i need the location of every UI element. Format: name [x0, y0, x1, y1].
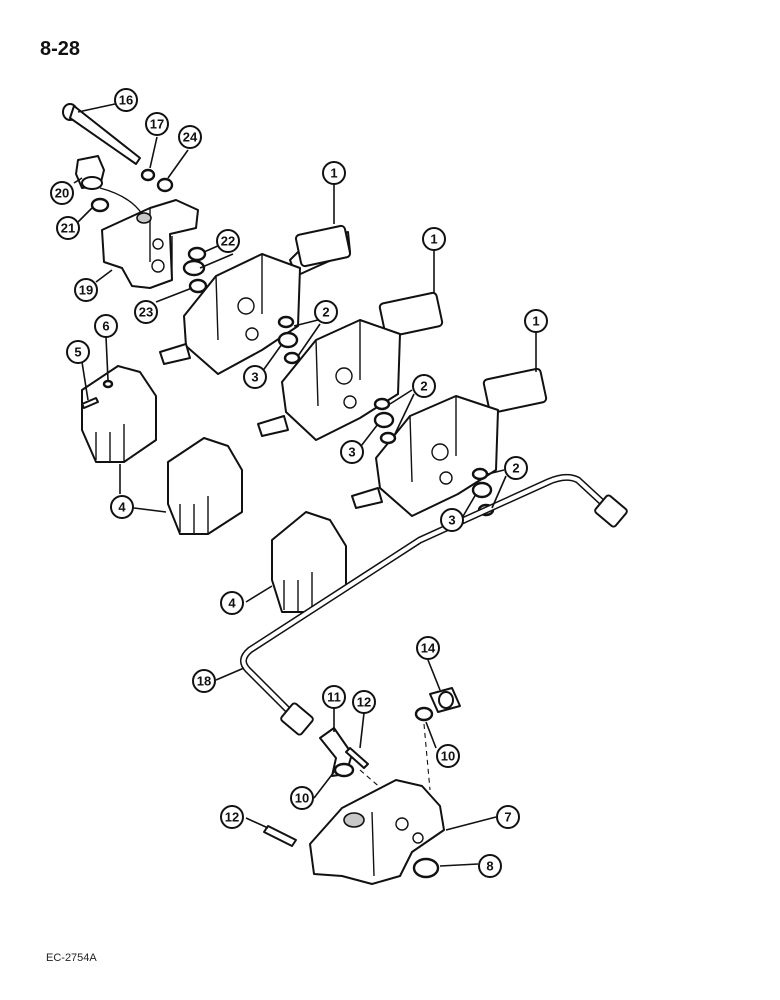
callout-1a-label: 1: [330, 166, 337, 181]
callout-2b-label: 2: [420, 379, 427, 394]
oring-2a-b: [277, 331, 299, 349]
bracket-1-part: [81, 365, 157, 463]
callout-3b: 3: [340, 440, 364, 464]
callout-3a: 3: [243, 365, 267, 389]
callout-11-label: 11: [327, 690, 341, 705]
callout-3c-label: 3: [448, 513, 455, 528]
callout-21-label: 21: [61, 221, 75, 236]
fitting-14-part: [429, 687, 461, 713]
oring-22-part: [187, 246, 207, 262]
callout-21: 21: [56, 216, 80, 240]
callout-7-label: 7: [504, 810, 511, 825]
callout-10a: 10: [290, 786, 314, 810]
valve-section-2-part: [257, 291, 444, 441]
leader-lines: [73, 103, 537, 867]
bolt-12b-part: [263, 825, 297, 847]
callout-23: 23: [134, 300, 158, 324]
callout-8: 8: [478, 854, 502, 878]
oring-10b-part: [414, 706, 434, 722]
callout-1c-label: 1: [532, 314, 539, 329]
callout-20: 20: [50, 181, 74, 205]
oring-3b: [379, 431, 397, 445]
end-cover-19-part: [101, 199, 199, 289]
valve-section-3-part: [351, 367, 548, 517]
inlet-cover-7-part: [309, 779, 445, 885]
callout-3a-label: 3: [251, 370, 258, 385]
callout-2a-label: 2: [322, 305, 329, 320]
callout-1b: 1: [422, 227, 446, 251]
alignment-lines: [359, 723, 431, 797]
callout-17: 17: [145, 112, 169, 136]
callout-3c: 3: [440, 508, 464, 532]
callout-14-label: 14: [421, 641, 436, 656]
bracket-2-part: [167, 437, 243, 535]
callout-24-label: 24: [183, 130, 198, 145]
oring-2c: [471, 467, 489, 481]
callout-4a: 4: [110, 495, 134, 519]
plug-20-part: [75, 155, 105, 190]
callout-18-label: 18: [197, 674, 211, 689]
oring-10a-part: [333, 762, 355, 778]
callout-16-label: 16: [119, 93, 133, 108]
callout-3b-label: 3: [348, 445, 355, 460]
oring-8-part: [412, 857, 440, 879]
oring-2b-b: [373, 411, 395, 429]
bolt-12a-part: [345, 747, 369, 769]
callout-2c: 2: [504, 456, 528, 480]
figure-code: EC-2754A: [46, 952, 97, 964]
callout-22: 22: [216, 229, 240, 253]
callout-5-label: 5: [74, 345, 81, 360]
oring-2c-b: [471, 481, 493, 499]
callout-12a: 12: [352, 690, 376, 714]
callout-24: 24: [178, 125, 202, 149]
callout-20-label: 20: [55, 186, 69, 201]
callout-2b: 2: [412, 374, 436, 398]
callout-12b-label: 12: [225, 810, 239, 825]
callout-4b-label: 4: [228, 596, 236, 611]
callout-5: 5: [66, 340, 90, 364]
callout-10b-label: 10: [441, 749, 455, 764]
washer-6-part: [102, 379, 114, 389]
oring-2a: [277, 315, 295, 329]
callout-23-label: 23: [139, 305, 153, 320]
oring-2b: [373, 397, 391, 411]
callout-1b-label: 1: [430, 232, 437, 247]
washer-17-part: [140, 168, 156, 182]
oring-23-part: [188, 278, 208, 294]
oring-22b-part: [182, 259, 206, 277]
callout-19-label: 19: [79, 283, 93, 298]
callout-12b: 12: [220, 805, 244, 829]
callout-18: 18: [192, 669, 216, 693]
callout-8-label: 8: [486, 859, 493, 874]
plug-arrow: [99, 187, 143, 215]
valve-section-1-part: [159, 224, 352, 375]
callout-6: 6: [94, 314, 118, 338]
callout-2a: 2: [314, 300, 338, 324]
oring-3a: [283, 351, 301, 365]
callout-12a-label: 12: [357, 695, 371, 710]
tube-18-part: [240, 473, 628, 736]
callout-17-label: 17: [150, 117, 164, 132]
callout-19: 19: [74, 278, 98, 302]
callout-7: 7: [496, 805, 520, 829]
callout-16: 16: [114, 88, 138, 112]
callout-22-label: 22: [221, 234, 235, 249]
callout-6-label: 6: [102, 319, 109, 334]
callout-10a-label: 10: [295, 791, 309, 806]
nut-24-part: [156, 177, 174, 193]
callout-1a: 1: [322, 161, 346, 185]
callout-2c-label: 2: [512, 461, 519, 476]
callout-4b: 4: [220, 591, 244, 615]
oring-21-part: [90, 197, 110, 213]
callout-10b: 10: [436, 744, 460, 768]
bolt-5-part: [81, 397, 99, 409]
long-bolt-part: [62, 103, 141, 165]
callout-4a-label: 4: [118, 500, 126, 515]
callout-14: 14: [416, 636, 440, 660]
callout-11: 11: [322, 685, 346, 709]
page-number: 8-28: [40, 38, 81, 60]
callout-1c: 1: [524, 309, 548, 333]
